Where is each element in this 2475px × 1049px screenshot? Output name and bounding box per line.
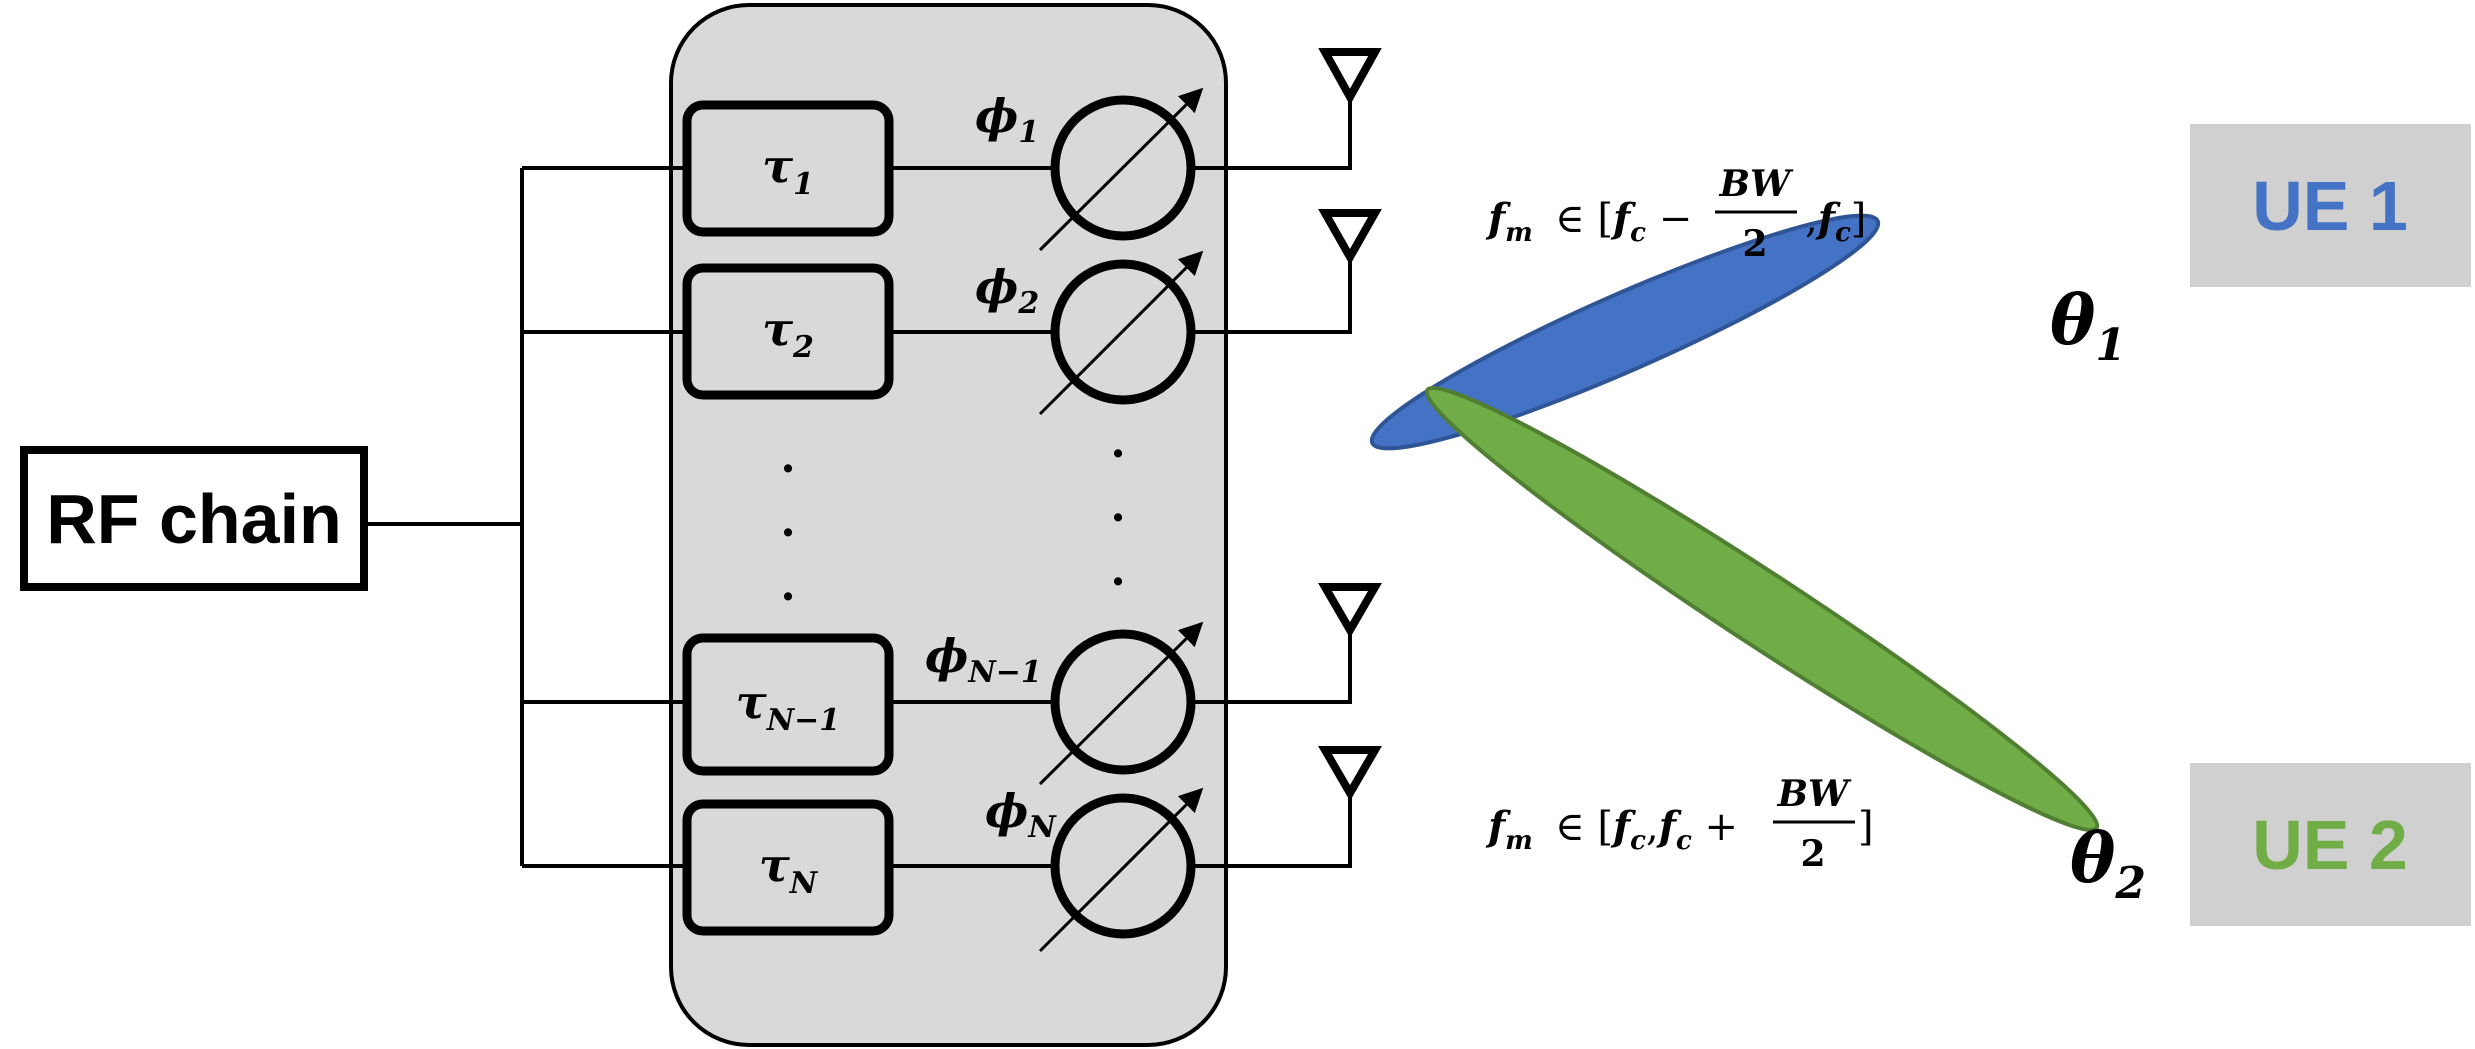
- svg-text:BW: BW: [1719, 163, 1794, 205]
- delay-label-2: τ2: [762, 302, 814, 365]
- svg-text:∈ [fc,fc +: ∈ [fc,fc +: [1555, 803, 1738, 856]
- svg-text:fm: fm: [1485, 803, 1533, 856]
- beam-ue2: [1424, 385, 2100, 833]
- ue1-box: [2190, 124, 2471, 287]
- phase-label-1: ϕ1: [975, 89, 1039, 150]
- rf-chain-box: [20, 446, 368, 591]
- svg-text:.: .: [780, 496, 795, 547]
- delay-label-n: τN: [759, 838, 819, 901]
- phase-shifter-1: [1038, 87, 1204, 252]
- ue2-label: UE 2: [2252, 806, 2408, 884]
- delay-label-1: τ1: [762, 139, 814, 202]
- delay-ellipsis: . . .: [780, 432, 795, 611]
- angle-theta-1: θ1: [2050, 281, 2126, 371]
- phase-label-n: ϕN: [985, 784, 1057, 845]
- antenna-icon: [1318, 583, 1382, 638]
- delay-block-1: [682, 100, 894, 237]
- phase-ellipsis: . . .: [1110, 417, 1125, 596]
- svg-text:]: ]: [1858, 804, 1874, 850]
- svg-text:fm: fm: [1485, 195, 1533, 248]
- phase-label-2: ϕ2: [975, 260, 1039, 321]
- feed-network: [364, 102, 1352, 868]
- antenna-icon: [1318, 209, 1382, 266]
- svg-text:,fc]: ,fc]: [1805, 195, 1866, 248]
- svg-text:2: 2: [1800, 833, 1825, 875]
- ue1-label: UE 1: [2252, 167, 2408, 245]
- delay-block-2: [682, 263, 894, 400]
- svg-text:BW: BW: [1777, 773, 1852, 815]
- antenna-icon: [1318, 746, 1382, 801]
- rf-chain-label: RF chain: [46, 480, 342, 558]
- delay-block-n: [682, 799, 894, 936]
- angle-theta-2: θ2: [2070, 819, 2146, 909]
- antenna-icon: [1318, 48, 1382, 106]
- svg-text:.: .: [1110, 417, 1125, 468]
- phase-shifter-2: [1038, 250, 1204, 416]
- svg-text:.: .: [1110, 481, 1125, 532]
- svg-text:∈ [fc −: ∈ [fc −: [1555, 195, 1692, 248]
- ue2-box: [2190, 763, 2471, 926]
- delay-block-n-minus-1: [682, 633, 894, 776]
- svg-text:.: .: [780, 432, 795, 483]
- svg-text:.: .: [1110, 545, 1125, 596]
- beam-ue1-frequency-label: fm ∈ [fc − BW 2 ,fc]: [1485, 163, 1866, 265]
- svg-text:2: 2: [1742, 223, 1767, 265]
- beam-ue2-frequency-label: fm ∈ [fc,fc + BW 2 ]: [1485, 773, 1874, 875]
- svg-text:.: .: [780, 560, 795, 611]
- phase-label-n-minus-1: ϕN−1: [925, 629, 1042, 690]
- phase-shifter-n-minus-1: [1038, 621, 1204, 786]
- delay-label-n-minus-1: τN−1: [736, 675, 840, 738]
- phase-shifter-n: [1038, 787, 1204, 953]
- beam-ue1: [1369, 213, 1881, 451]
